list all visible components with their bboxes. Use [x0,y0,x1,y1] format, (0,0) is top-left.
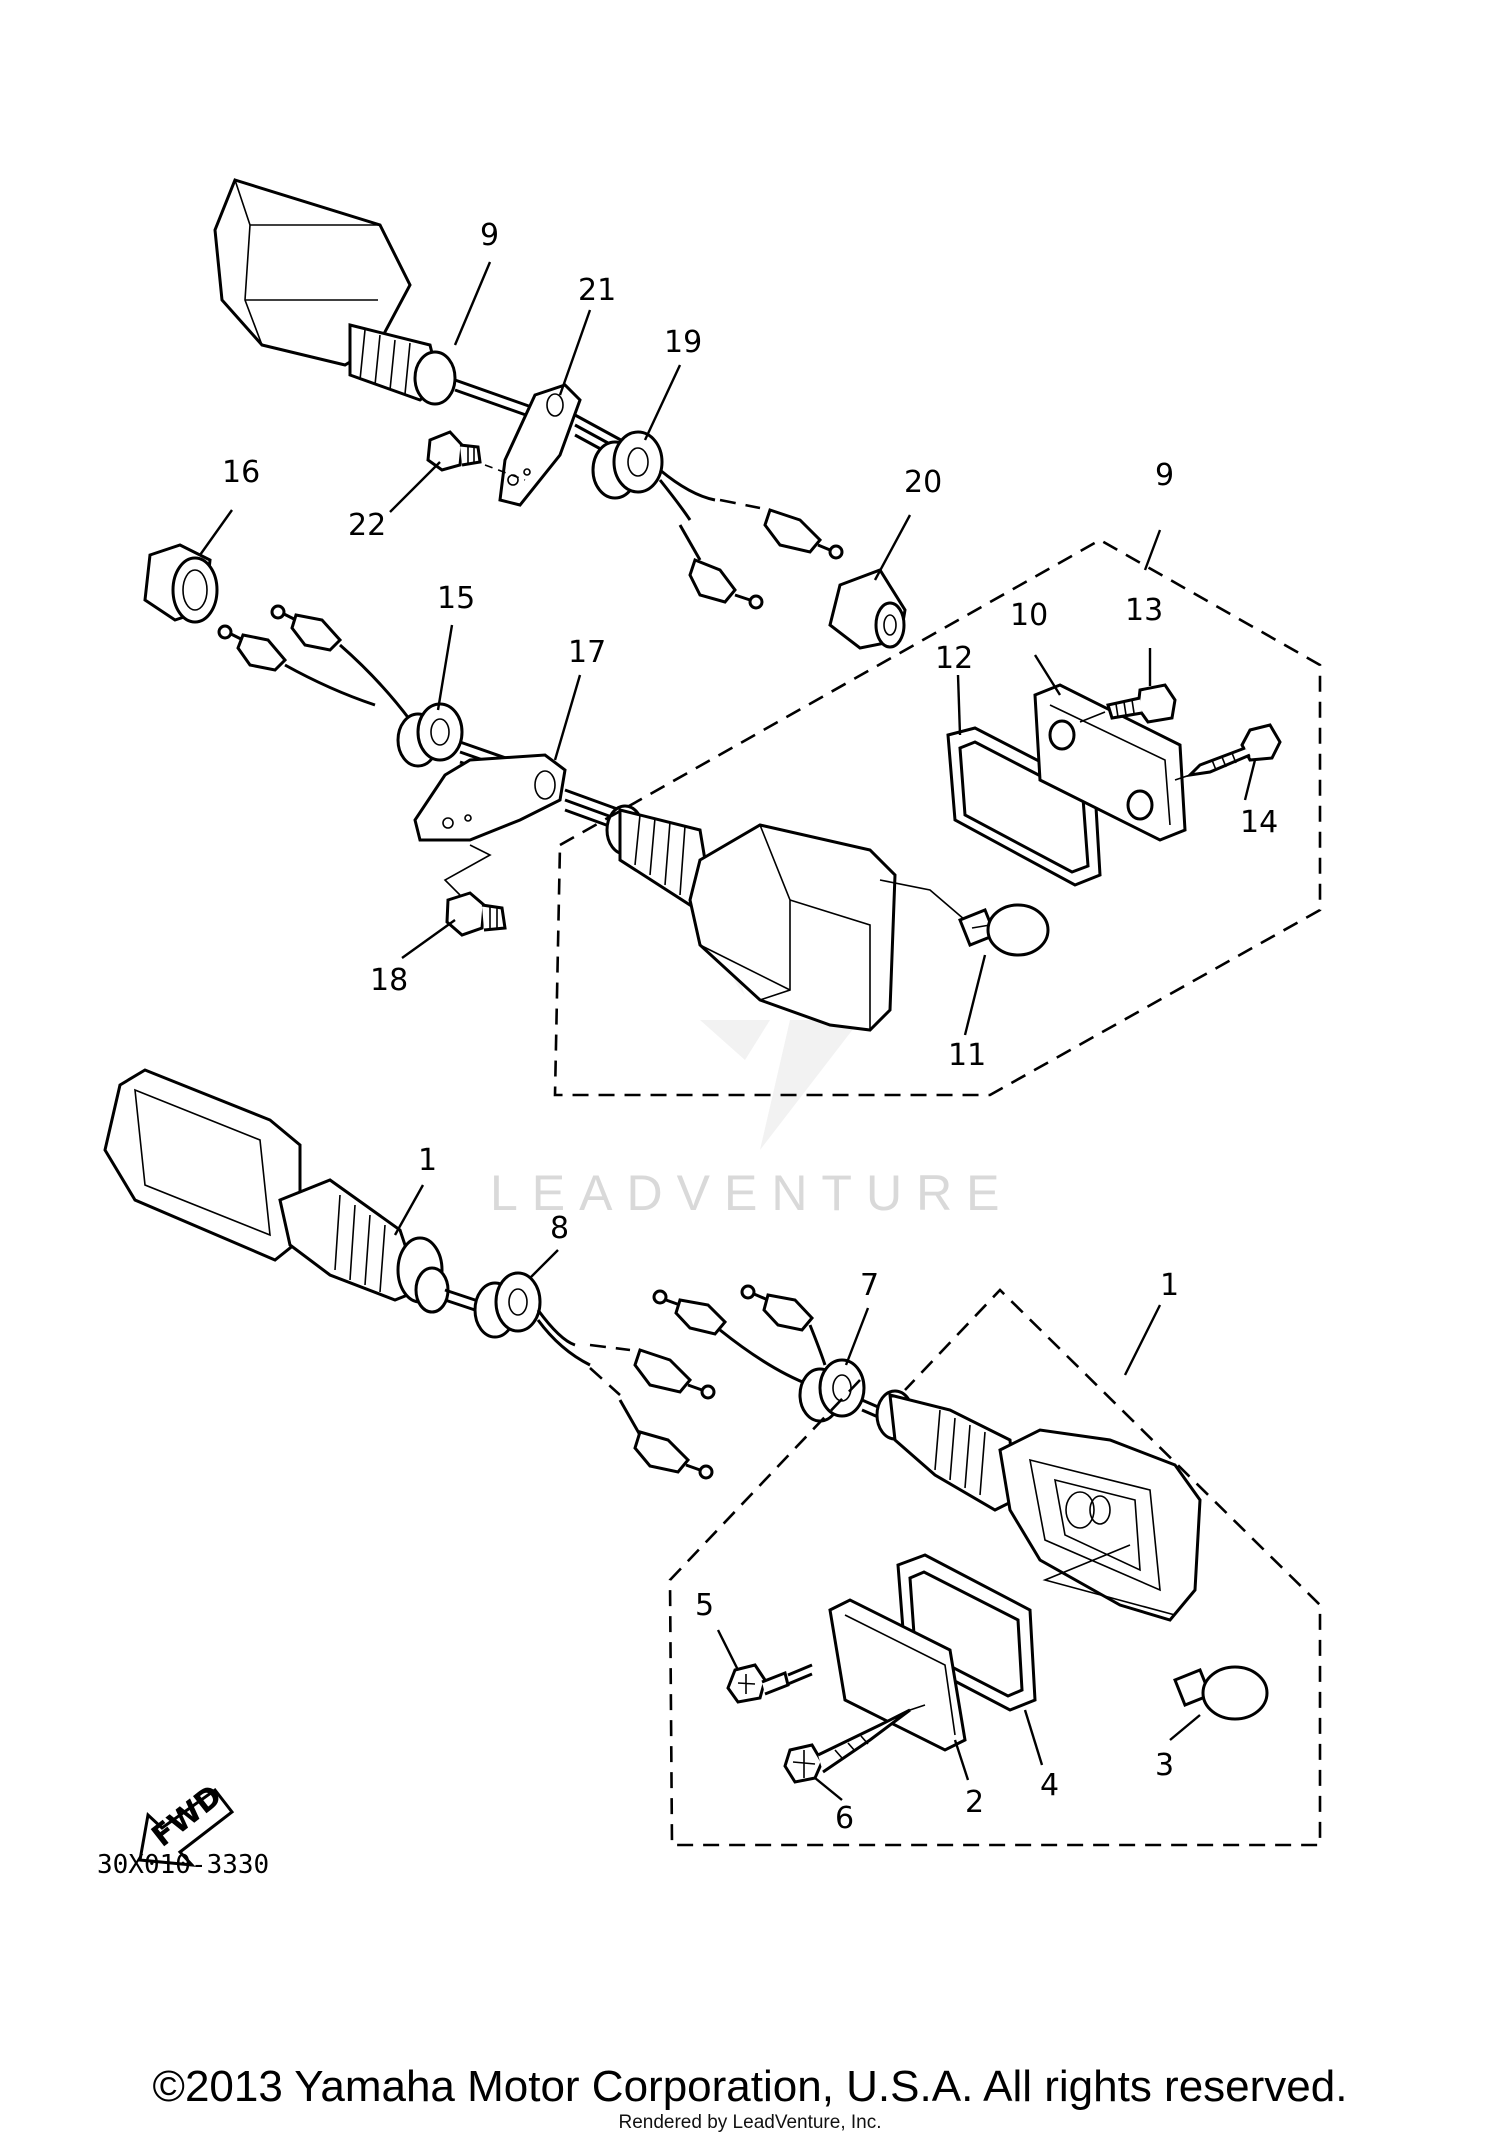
callout-11: 11 [948,1038,986,1073]
callout-1-kit: 1 [1160,1268,1179,1303]
grommet-7 [798,1358,866,1423]
bulb-3 [1173,1665,1269,1721]
plug-20 [828,568,907,650]
callout-18: 18 [370,963,408,998]
flasher-1-kit-body [875,1389,1202,1622]
fwd-arrow-icon [138,1787,235,1867]
callout-labels: 9 21 19 22 16 20 9 15 17 10 13 12 14 18 … [222,218,1278,1836]
callout-2: 2 [965,1785,984,1820]
callout-9-kit: 9 [1155,458,1174,493]
callout-22: 22 [348,508,386,543]
bolt-18 [445,891,507,937]
callout-3: 3 [1155,1748,1174,1783]
connector-mid-a [270,604,343,652]
connector-lower-a [633,1348,716,1400]
connector-lower-d [740,1284,815,1332]
screw-6 [783,1708,911,1784]
callout-13: 13 [1125,593,1163,628]
bracket-21 [498,383,582,507]
screw-5 [726,1663,813,1704]
callout-15: 15 [437,581,475,616]
bulb-11 [958,903,1050,957]
rendered-by-notice: Rendered by LeadVenture, Inc. [618,2112,882,2133]
callout-10: 10 [1010,598,1048,633]
callout-9-top: 9 [480,218,499,253]
grommet-19 [591,430,664,500]
callout-17: 17 [568,635,606,670]
callout-1-left: 1 [418,1143,437,1178]
grommet-16 [143,543,219,624]
bolt-22 [426,430,482,472]
callout-19: 19 [664,325,702,360]
flasher-1-left [103,1068,491,1317]
kit-boundary-9 [553,538,1322,1097]
flasher-9-kit-body [605,804,897,1032]
callout-16: 16 [222,455,260,490]
grommet-15 [396,702,464,768]
connector-mid-b [217,624,288,672]
gasket-12 [946,726,1102,887]
copyright-notice: ©2013 Yamaha Motor Corporation, U.S.A. A… [152,2062,1348,2111]
callout-14: 14 [1240,805,1278,840]
lens-10 [1033,683,1187,842]
callout-7: 7 [860,1268,879,1303]
callout-5: 5 [695,1588,714,1623]
kit-boundary-1 [668,1288,1322,1847]
watermark-text: LEADVENTURE [490,1165,1014,1221]
connector-lower-b [633,1430,714,1480]
callout-8: 8 [550,1211,569,1246]
leader-lines [199,261,1257,1801]
lens-2 [828,1598,967,1752]
callout-6: 6 [835,1801,854,1836]
callout-21: 21 [578,273,616,308]
callout-20: 20 [904,465,942,500]
bracket-17 [413,753,567,842]
callout-12: 12 [935,641,973,676]
connector-top-a [763,508,844,560]
connector-lower-c [652,1289,728,1336]
grommet-8 [473,1271,542,1339]
screw-13 [1106,683,1177,724]
callout-4: 4 [1040,1768,1059,1803]
screw-14 [1185,723,1282,778]
diagram-code: 30X010-3330 [97,1850,269,1880]
connector-top-b [688,558,764,610]
flasher-9-top [213,178,541,422]
